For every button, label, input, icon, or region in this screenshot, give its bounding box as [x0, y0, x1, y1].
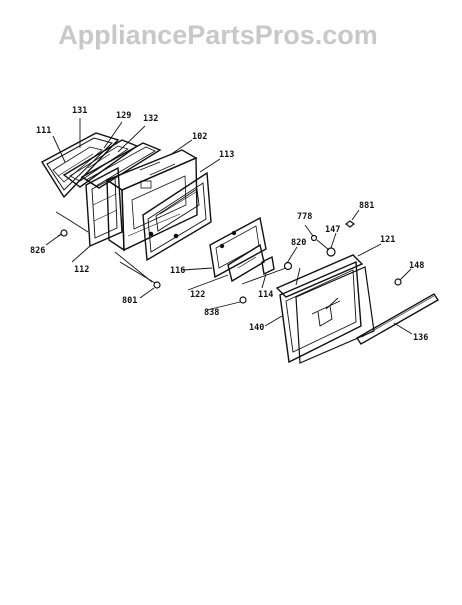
- part-113-outer-panel[interactable]: [142, 171, 212, 262]
- callout-801: 801: [122, 296, 137, 306]
- part-136-door-handle[interactable]: [356, 293, 439, 345]
- callout-labels: 111 131 129 132 102 113 826 112 801 116 …: [30, 106, 428, 343]
- callout-838: 838: [204, 308, 219, 318]
- part-112-door-liner[interactable]: [85, 166, 123, 248]
- callout-136: 136: [413, 333, 428, 343]
- part-114-clip[interactable]: [261, 255, 275, 276]
- callout-129: 129: [116, 111, 131, 121]
- callout-114: 114: [258, 290, 273, 300]
- callout-132: 132: [143, 114, 158, 124]
- part-838-screw[interactable]: [239, 296, 247, 304]
- callout-826: 826: [30, 246, 45, 256]
- callout-122: 122: [190, 290, 205, 300]
- callout-121: 121: [380, 235, 395, 245]
- callout-820: 820: [291, 238, 306, 248]
- callout-881: 881: [359, 201, 374, 211]
- part-116-window-frame[interactable]: [209, 216, 267, 279]
- part-881-screw[interactable]: [345, 220, 355, 228]
- part-148-screw[interactable]: [394, 278, 402, 286]
- diagram-artwork: [41, 118, 439, 364]
- callout-148: 148: [409, 261, 424, 271]
- hardware-parts: [57, 220, 402, 304]
- callout-147: 147: [325, 225, 340, 235]
- part-820-screw[interactable]: [283, 261, 293, 271]
- callout-102: 102: [192, 132, 207, 142]
- part-801-screw[interactable]: [153, 281, 161, 289]
- watermark-text: AppliancePartsPros.com: [58, 20, 378, 50]
- part-111-glass-frame[interactable]: [41, 132, 120, 199]
- part-778-screw[interactable]: [310, 234, 318, 242]
- part-122-window-glass[interactable]: [227, 243, 265, 283]
- callout-778: 778: [297, 212, 312, 222]
- callout-131: 131: [72, 106, 87, 116]
- callout-113: 113: [219, 150, 234, 160]
- part-121-outer-glass[interactable]: [275, 254, 375, 364]
- part-132-inner-pack[interactable]: [80, 142, 162, 189]
- callout-140: 140: [249, 323, 264, 333]
- leader-lines: [45, 118, 413, 335]
- callout-116: 116: [170, 266, 185, 276]
- part-102-door-box[interactable]: [105, 149, 198, 252]
- callout-112: 112: [74, 265, 89, 275]
- callout-111: 111: [36, 126, 51, 136]
